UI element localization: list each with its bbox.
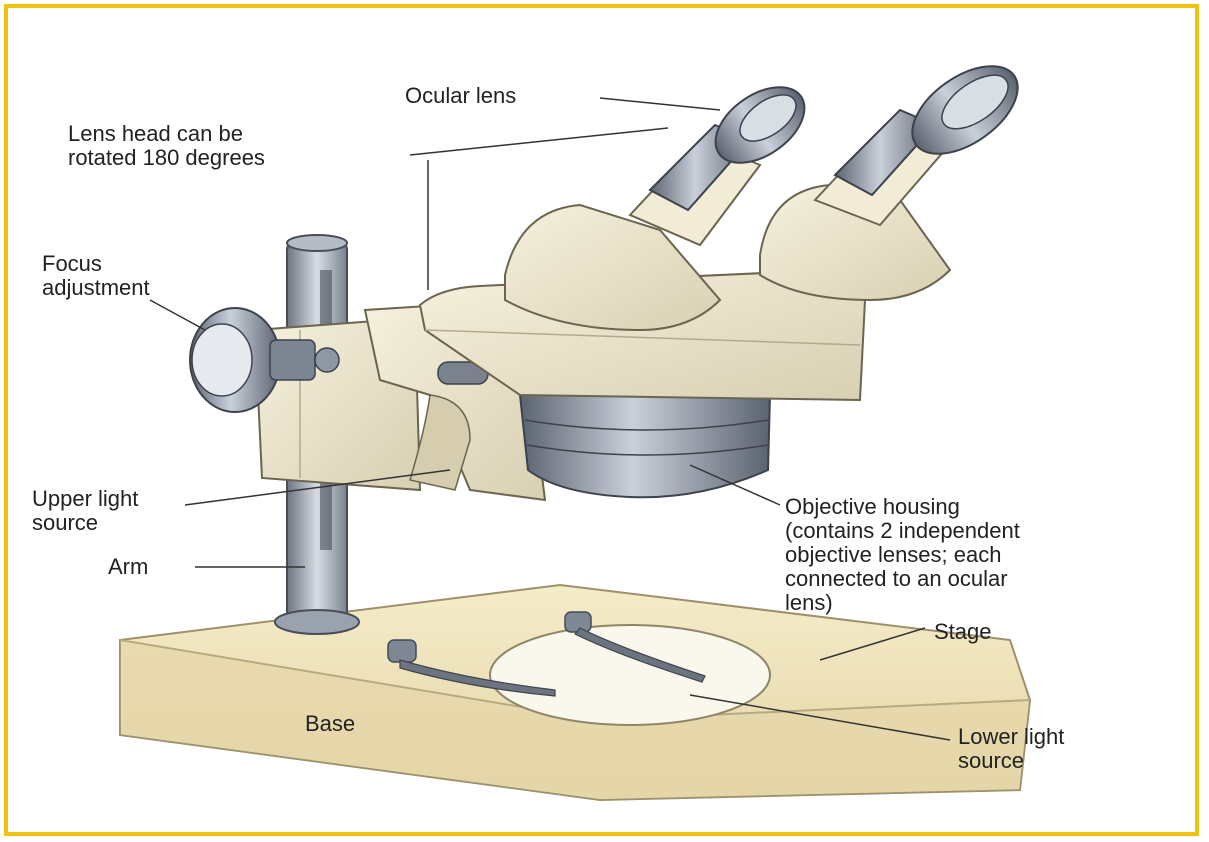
lower-light-source-circle <box>490 625 770 725</box>
upper-light-source-label: Upper light source <box>32 487 138 535</box>
right-eyepiece-tube <box>760 49 1033 300</box>
stage-label: Stage <box>934 620 992 644</box>
arm-label: Arm <box>108 555 148 579</box>
ocular-lens-label: Ocular lens <box>405 84 516 108</box>
focus-adjustment-leader <box>150 300 205 330</box>
lens-head-label: Lens head can be rotated 180 degrees <box>68 122 265 170</box>
lens-head-leader <box>410 128 668 155</box>
objective-housing-shape <box>520 395 770 497</box>
objective-housing-label: Objective housing (contains 2 independen… <box>785 495 1020 615</box>
base-label: Base <box>305 712 355 736</box>
focus-adjustment-label: Focus adjustment <box>42 252 150 300</box>
lower-light-source-label: Lower light source <box>958 725 1064 773</box>
ocular-lens-leader <box>600 98 720 110</box>
